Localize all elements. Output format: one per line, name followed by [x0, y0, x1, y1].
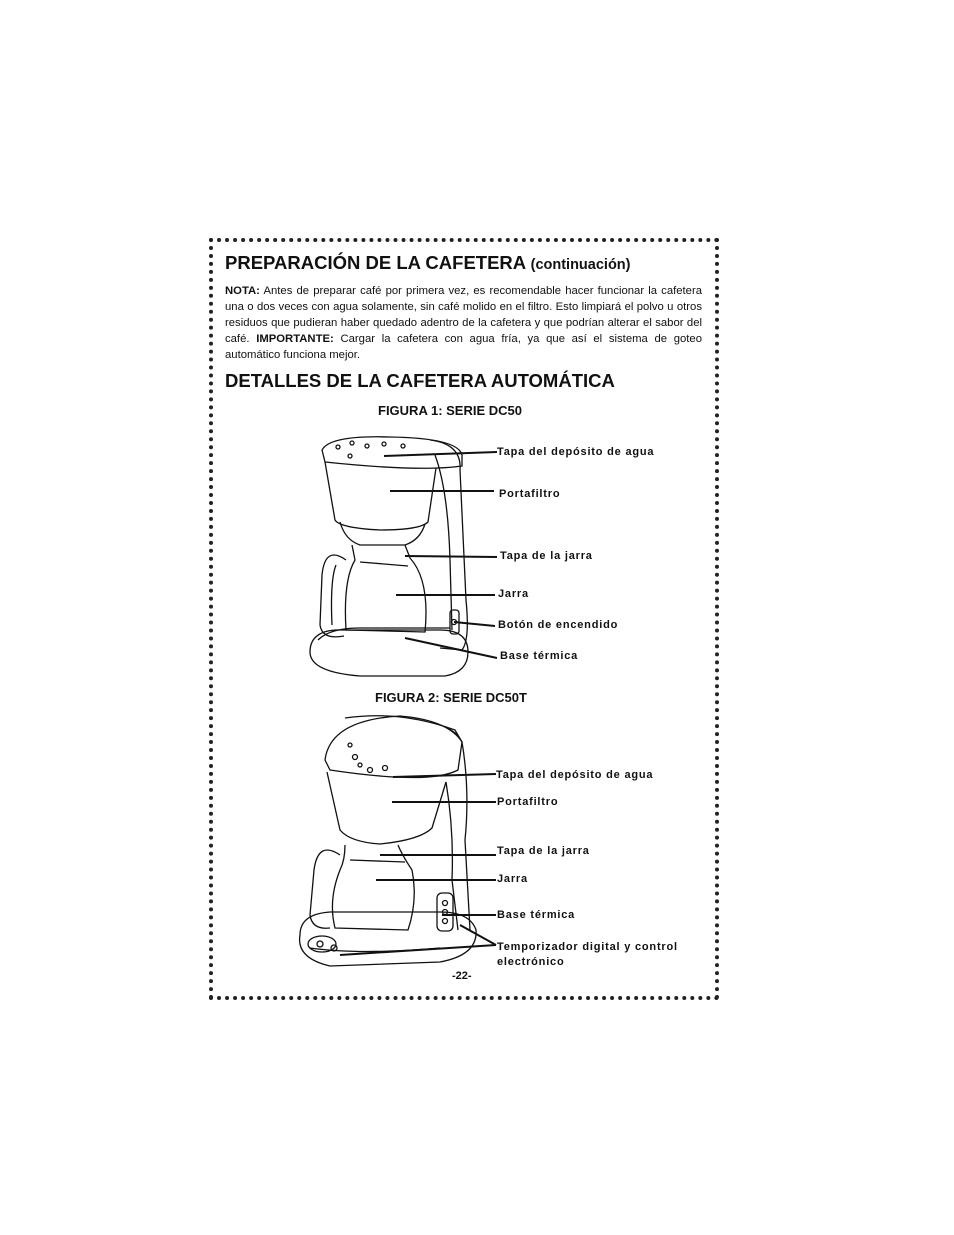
fig1-label-power-button: Botón de encendido — [498, 619, 619, 631]
fig1-label-water-lid: Tapa del depósito de agua — [497, 446, 655, 458]
fig2-label-digital-timer: Temporizador digital y control electróni… — [497, 941, 678, 968]
fig1-label-warming-plate: Base térmica — [500, 650, 579, 662]
fig1-label-filter-holder: Portafiltro — [499, 488, 561, 500]
nota-label: NOTA: — [225, 285, 260, 297]
fig1-label-carafe-lid: Tapa de la jarra — [500, 550, 593, 562]
fig2-label-filter-holder: Portafiltro — [497, 796, 559, 808]
section-title: DETALLES DE LA CAFETERA AUTOMÁTICA — [225, 370, 615, 391]
page-title-text: PREPARACIÓN DE LA CAFETERA — [225, 252, 526, 273]
page-number: -22- — [452, 970, 472, 982]
figure2-caption: FIGURA 2: SERIE DC50T — [375, 690, 527, 705]
page-title: PREPARACIÓN DE LA CAFETERA (continuación… — [225, 252, 631, 274]
importante-text: Cargar la cafetera con agua fría, ya que… — [225, 333, 702, 361]
page-title-subtitle: (continuación) — [530, 257, 631, 273]
figure1-caption: FIGURA 1: SERIE DC50 — [378, 403, 522, 418]
note-paragraph: NOTA: Antes de preparar café por primera… — [225, 283, 702, 363]
fig1-label-carafe: Jarra — [498, 588, 529, 600]
nota-text: Antes de preparar café por primera vez, … — [225, 285, 702, 345]
importante-label: IMPORTANTE: — [256, 333, 334, 345]
fig2-label-carafe: Jarra — [497, 873, 528, 885]
dotted-border-frame — [209, 238, 719, 1000]
fig2-label-warming-plate: Base térmica — [497, 909, 576, 921]
fig2-label-carafe-lid: Tapa de la jarra — [497, 845, 590, 857]
fig2-label-water-lid: Tapa del depósito de agua — [496, 769, 654, 781]
